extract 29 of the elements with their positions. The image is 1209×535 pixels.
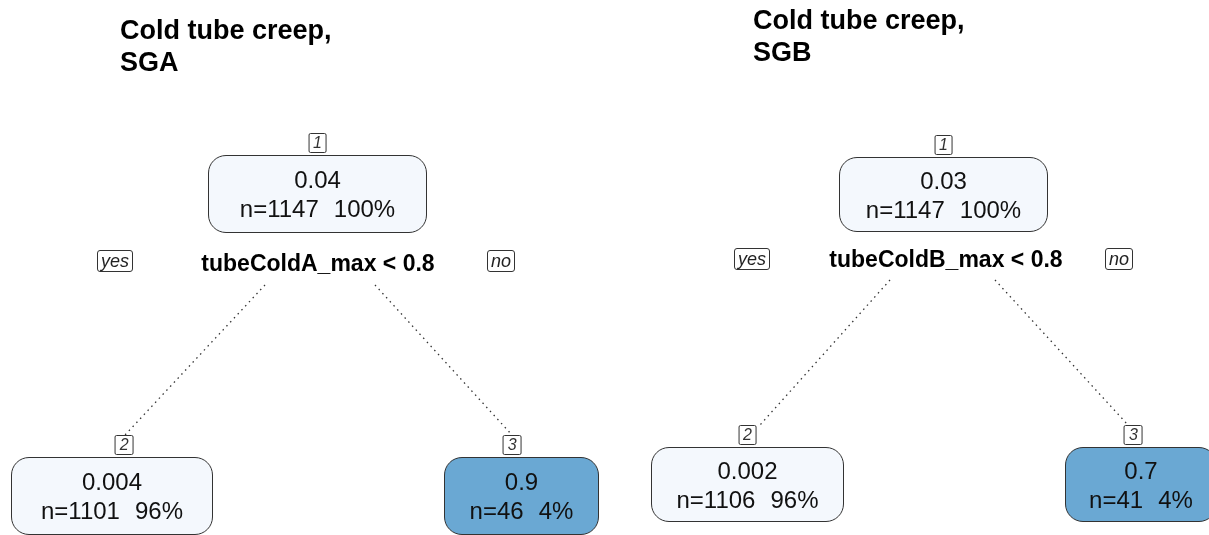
- tree-branch-line: [994, 279, 1129, 426]
- node-value: 0.9: [504, 467, 539, 496]
- branch-label: no: [487, 250, 516, 272]
- node-value: 0.03: [920, 165, 967, 195]
- node-count: n=1147 100%: [239, 194, 396, 223]
- node-count: n=1106 96%: [676, 484, 819, 514]
- node-number: 2: [738, 425, 757, 445]
- node-value: 0.04: [294, 165, 341, 194]
- node-count: n=41 4%: [1089, 484, 1193, 514]
- node-number: 3: [502, 435, 522, 455]
- node-count: n=1101 96%: [40, 496, 184, 525]
- split-rule: tubeColdB_max < 0.8: [829, 246, 1063, 272]
- node-value: 0.004: [81, 467, 143, 496]
- branch-label: yes: [97, 250, 133, 272]
- node-number: 1: [308, 133, 327, 153]
- node-count: n=1147 100%: [865, 194, 1022, 224]
- tree-branch-line: [759, 279, 891, 426]
- node-count: n=46 4%: [469, 496, 574, 525]
- node-number: 3: [1123, 425, 1143, 445]
- branch-label: no: [1105, 248, 1134, 270]
- tree-branch-line: [124, 284, 266, 436]
- node-number: 2: [114, 435, 134, 455]
- branch-label: yes: [734, 248, 770, 270]
- panel-title: Cold tube creep, SGA: [120, 14, 333, 78]
- node-value: 0.7: [1124, 455, 1158, 485]
- panel-title: Cold tube creep, SGB: [753, 4, 966, 68]
- split-rule: tubeColdA_max < 0.8: [201, 250, 435, 276]
- node-value: 0.002: [717, 455, 778, 485]
- node-number: 1: [934, 135, 953, 155]
